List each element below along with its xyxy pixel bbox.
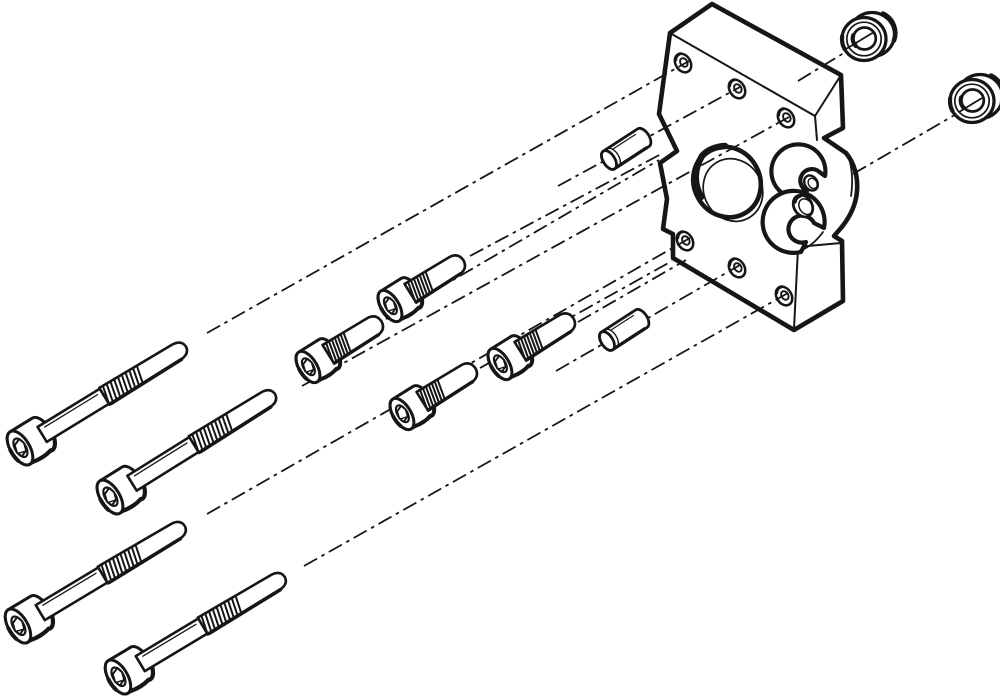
center-line (852, 112, 959, 175)
adapter-plate (659, 4, 857, 330)
long-socket-head-screw-1 (2, 330, 196, 470)
center-line (577, 259, 687, 323)
center-line (797, 47, 853, 82)
short-socket-head-screw-1 (371, 243, 475, 329)
center-line-through-bore (845, 31, 875, 50)
center-line-through-bore (958, 97, 983, 113)
short-socket-head-screw-2 (289, 304, 393, 390)
centering-sleeve-2 (950, 75, 1000, 123)
centering-sleeve-1 (842, 13, 895, 61)
dowel-pin-1 (596, 124, 656, 174)
center-line (469, 152, 664, 257)
center-line (303, 292, 789, 567)
center-line (206, 60, 690, 334)
short-socket-head-screw-3 (383, 351, 487, 437)
long-socket-head-screw-3 (0, 510, 195, 648)
center-line (301, 116, 790, 387)
long-socket-head-screw-4 (100, 561, 295, 699)
dowel-pin-2 (594, 305, 654, 355)
center-line (557, 86, 741, 187)
short-socket-head-screw-4 (481, 301, 585, 387)
center-line (385, 159, 660, 320)
